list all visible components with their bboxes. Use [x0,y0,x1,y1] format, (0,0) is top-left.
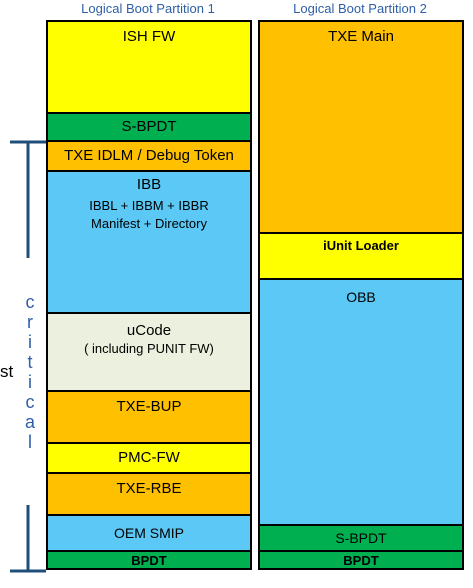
block-bpdt-1-label: BPDT [131,552,167,568]
block-s-bpdt-1: S-BPDT [48,114,250,142]
block-obb-label: OBB [346,289,376,305]
block-bpdt-1: BPDT [48,552,250,568]
critical-label-letter: c [25,392,35,412]
critical-bracket [10,140,46,573]
block-ish-fw-label: ISH FW [122,28,176,45]
block-s-bpdt-2: S-BPDT [260,526,462,552]
partition-1: ISH FW S-BPDT TXE IDLM / Debug Token IBB… [46,20,252,570]
partition-2: TXE Main iUnit Loader OBB S-BPDT BPDT [258,20,464,570]
block-pmc-fw: PMC-FW [48,444,250,474]
partition-2-title: Logical Boot Partition 2 [293,1,427,16]
block-txe-idlm: TXE IDLM / Debug Token [48,142,250,172]
partition-1-title: Logical Boot Partition 1 [81,1,215,16]
critical-label-letter: a [24,412,35,432]
block-txe-bup: TXE-BUP [48,392,250,444]
block-bpdt-2-label: BPDT [343,552,379,568]
block-ucode-label: uCode [126,322,172,339]
block-txe-bup-label: TXE-BUP [116,398,182,415]
block-ibb: IBB IBBL + IBBM + IBBR Manifest + Direct… [48,172,250,314]
block-ibb-detail: IBBL + IBBM + IBBR Manifest + Directory [89,198,209,231]
block-s-bpdt-1-label: S-BPDT [121,118,177,135]
block-s-bpdt-2-label: S-BPDT [335,530,387,546]
block-iunit-loader-label: iUnit Loader [323,238,399,253]
side-label-fragment: st [0,362,14,381]
critical-label-letter: t [27,352,33,372]
block-ibb-label: IBB [136,176,162,193]
block-oem-smip-label: OEM SMIP [113,525,184,541]
block-txe-main: TXE Main [260,22,462,234]
critical-label-letter: c [25,292,35,312]
block-oem-smip: OEM SMIP [48,516,250,552]
block-obb: OBB [260,280,462,526]
block-ucode-detail: ( including PUNIT FW) [84,341,214,356]
critical-label-letter: i [28,372,32,392]
block-ucode: uCode ( including PUNIT FW) [48,314,250,392]
block-iunit-loader: iUnit Loader [260,234,462,280]
block-ish-fw: ISH FW [48,22,250,114]
block-txe-rbe-label: TXE-RBE [116,480,182,497]
block-pmc-fw-label: PMC-FW [118,449,180,466]
block-bpdt-2: BPDT [260,552,462,568]
block-txe-idlm-label: TXE IDLM / Debug Token [64,147,234,164]
critical-label-letter: l [28,432,32,452]
block-txe-main-label: TXE Main [328,28,394,45]
block-txe-rbe: TXE-RBE [48,474,250,516]
critical-label-letter: i [28,332,32,352]
critical-label-letter: r [27,312,33,332]
